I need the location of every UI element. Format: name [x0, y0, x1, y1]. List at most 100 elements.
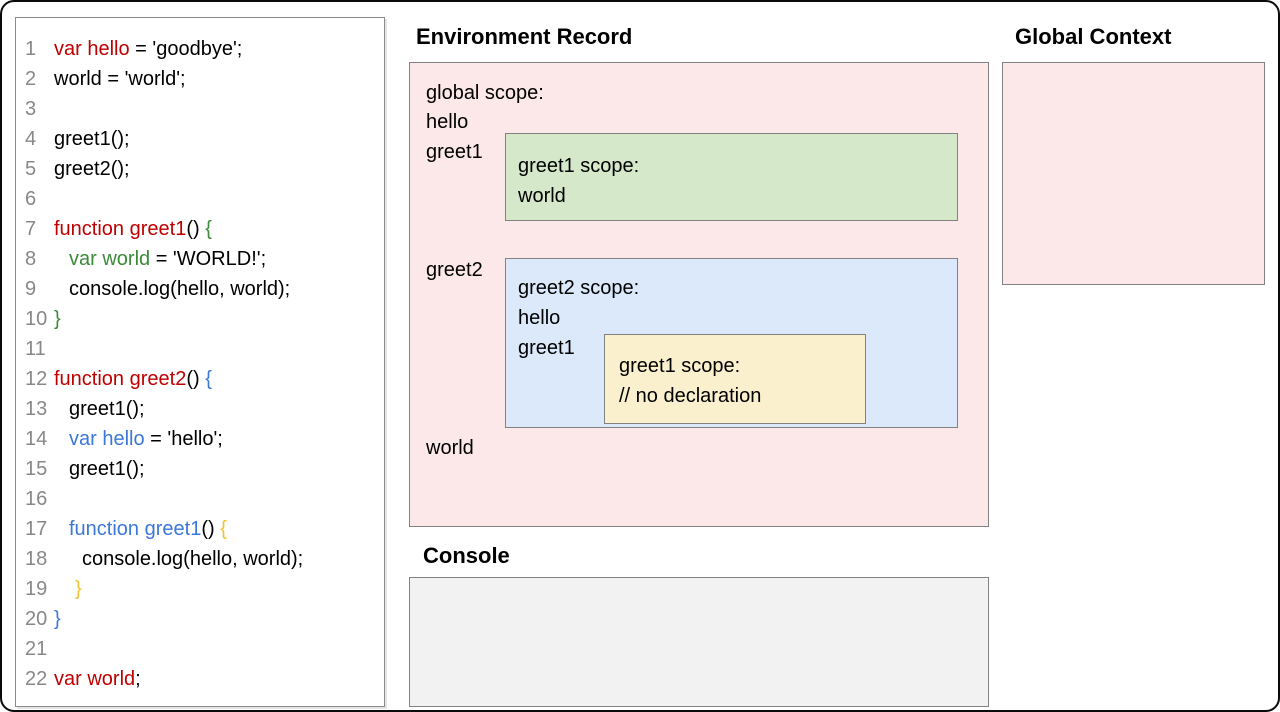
code-token: ()	[186, 218, 206, 240]
line-number: 3	[25, 98, 37, 120]
code-token: world = 'world';	[54, 68, 186, 90]
code-token: function greet2	[54, 368, 187, 390]
code-line: 2 world = 'world';	[16, 64, 384, 94]
code-editor-panel: 1 var hello = 'goodbye'; 2 world = 'world';…	[15, 17, 385, 707]
line-number: 14	[25, 428, 48, 450]
global-scope-var-hello: hello	[426, 111, 469, 133]
inner-greet1-scope-comment: // no declaration	[619, 385, 762, 407]
code-token: ()	[186, 368, 206, 390]
code-text: }	[54, 304, 61, 334]
code-text: greet2();	[54, 154, 130, 184]
code-token: }	[75, 578, 82, 600]
code-line: 13 greet1();	[16, 394, 384, 424]
code-token: var hello	[69, 428, 145, 450]
code-text: function greet1() {	[54, 214, 212, 244]
code-text: console.log(hello, world);	[54, 544, 303, 574]
code-lines: 1 var hello = 'goodbye'; 2 world = 'world';…	[16, 34, 384, 694]
greet1-scope-var-world: world	[518, 185, 566, 207]
line-number: 20	[25, 608, 48, 630]
code-text: console.log(hello, world);	[54, 274, 290, 304]
code-token: {	[205, 218, 212, 240]
code-text: var world = 'WORLD!';	[54, 244, 266, 274]
code-line: 3	[16, 94, 384, 124]
line-number: 19	[25, 578, 48, 600]
code-token: = 'WORLD!';	[150, 248, 267, 270]
code-line: 1 var hello = 'goodbye';	[16, 34, 384, 64]
code-line: 4 greet1();	[16, 124, 384, 154]
code-token: function greet1	[54, 218, 187, 240]
code-text: function greet2() {	[54, 364, 212, 394]
inner-greet1-scope-box: greet1 scope: // no declaration	[604, 334, 866, 424]
code-token: function greet1	[69, 518, 202, 540]
line-number: 22	[25, 668, 48, 690]
inner-greet1-scope-label: greet1 scope:	[619, 355, 741, 377]
code-line: 6	[16, 184, 384, 214]
code-token: ;	[135, 668, 141, 690]
code-line: 20}	[16, 604, 384, 634]
line-number: 12	[25, 368, 48, 390]
code-line: 19}	[16, 574, 384, 604]
line-number: 1	[25, 38, 37, 60]
code-token: greet2();	[54, 158, 130, 180]
line-number: 18	[25, 548, 48, 570]
line-number: 2	[25, 68, 37, 90]
code-token: var world	[69, 248, 151, 270]
code-token: console.log(hello, world);	[69, 278, 291, 300]
console-output-box	[409, 577, 989, 707]
greet2-scope-var-greet1: greet1	[518, 337, 575, 359]
code-token: }	[54, 308, 61, 330]
console-title: Console	[423, 543, 510, 568]
code-token: = 'hello';	[144, 428, 223, 450]
line-number: 15	[25, 458, 48, 480]
greet1-scope-label: greet1 scope:	[518, 155, 640, 177]
code-text: greet1();	[54, 454, 145, 484]
code-token: console.log(hello, world);	[82, 548, 304, 570]
greet2-scope-box: greet2 scope: hello greet1 greet1 scope:…	[505, 258, 958, 428]
code-token: = 'goodbye';	[129, 38, 243, 60]
greet2-scope-label: greet2 scope:	[518, 277, 640, 299]
global-scope-label: global scope:	[426, 82, 544, 104]
code-line: 15 greet1();	[16, 454, 384, 484]
greet2-scope-var-hello: hello	[518, 307, 561, 329]
code-token: greet1();	[54, 128, 130, 150]
code-text: var world;	[54, 664, 141, 694]
code-line: 21	[16, 634, 384, 664]
line-number: 6	[25, 188, 37, 210]
code-line: 5 greet2();	[16, 154, 384, 184]
code-text: }	[54, 604, 61, 634]
line-number: 10	[25, 308, 48, 330]
code-token: greet1();	[69, 398, 145, 420]
code-text: function greet1() {	[54, 514, 227, 544]
line-number: 21	[25, 638, 48, 660]
global-context-title: Global Context	[1015, 24, 1172, 49]
global-scope-var-world: world	[426, 437, 474, 459]
code-text: var hello = 'goodbye';	[54, 34, 242, 64]
line-number: 13	[25, 398, 48, 420]
code-line: 12 function greet2() {	[16, 364, 384, 394]
code-token: {	[205, 368, 212, 390]
code-line: 14 var hello = 'hello';	[16, 424, 384, 454]
line-number: 4	[25, 128, 37, 150]
line-number: 7	[25, 218, 37, 240]
code-line: 17 function greet1() {	[16, 514, 384, 544]
code-text: greet1();	[54, 394, 145, 424]
greet1-scope-box: greet1 scope: world	[505, 133, 958, 221]
code-line: 16	[16, 484, 384, 514]
code-token: var hello	[54, 38, 130, 60]
line-number: 11	[25, 338, 46, 360]
line-number: 17	[25, 518, 48, 540]
code-text: }	[54, 574, 82, 604]
code-token: ()	[201, 518, 221, 540]
environment-record-title: Environment Record	[416, 24, 633, 49]
code-token: }	[54, 608, 61, 630]
line-number: 5	[25, 158, 37, 180]
global-context-box	[1002, 62, 1265, 285]
code-line: 18 console.log(hello, world);	[16, 544, 384, 574]
code-text: var hello = 'hello';	[54, 424, 223, 454]
global-scope-var-greet2: greet2	[426, 259, 483, 281]
code-token: {	[220, 518, 227, 540]
code-line: 7 function greet1() {	[16, 214, 384, 244]
line-number: 9	[25, 278, 37, 300]
